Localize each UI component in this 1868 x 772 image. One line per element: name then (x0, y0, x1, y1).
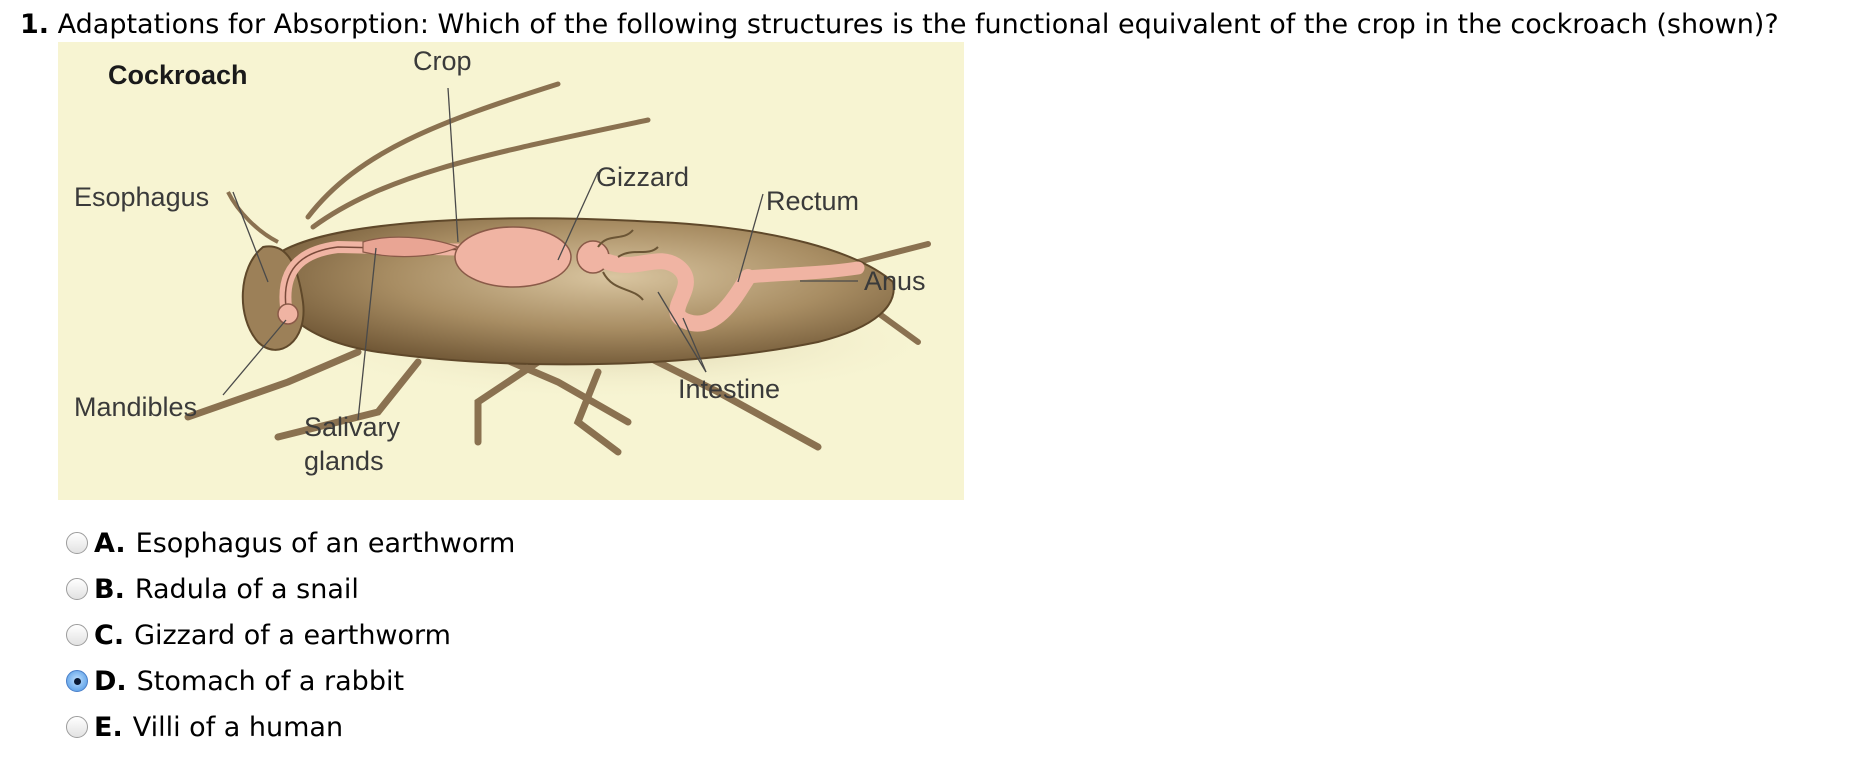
choice-letter: D. (94, 665, 127, 697)
choice-e[interactable]: E. Villi of a human (66, 704, 515, 750)
leg-front-left (184, 348, 362, 421)
crop-organ (454, 226, 572, 288)
salivary-gland-organ (362, 236, 460, 258)
radio-button-b[interactable] (66, 578, 88, 600)
label-esophagus: Esophagus (74, 182, 210, 212)
antenna-base (226, 191, 279, 244)
choice-text: Villi of a human (132, 711, 344, 743)
malpighian-tubules (597, 229, 659, 301)
question-body: Adaptations for Absorption: Which of the… (57, 9, 1779, 40)
choice-d[interactable]: D. Stomach of a rabbit (66, 658, 515, 704)
leg-front-right (274, 358, 422, 441)
diagram-title: Cockroach (108, 60, 248, 90)
intestine-organ (600, 253, 756, 332)
radio-button-e[interactable] (66, 716, 88, 738)
choice-letter: B. (94, 573, 125, 605)
esophagus-outline (284, 246, 479, 308)
choice-a[interactable]: A. Esophagus of an earthworm (66, 520, 515, 566)
leg-hind-2 (573, 368, 622, 456)
choice-c[interactable]: C. Gizzard of a earthworm (66, 612, 515, 658)
cockroach-illustration (184, 81, 948, 456)
choice-letter: E. (94, 711, 123, 743)
radio-button-d[interactable] (66, 670, 88, 692)
leg-hind-1 (634, 348, 822, 451)
label-salivary-glands-line2: glands (304, 446, 384, 476)
radio-button-a[interactable] (66, 532, 88, 554)
choice-text: Radula of a snail (134, 573, 359, 605)
choice-text: Esophagus of an earthworm (135, 527, 516, 559)
leg-mid-2 (474, 358, 542, 446)
label-gizzard: Gizzard (596, 162, 690, 192)
choice-text: Gizzard of a earthworm (134, 619, 451, 651)
cercus-upper (855, 241, 931, 265)
question-text: 1. Adaptations for Absorption: Which of … (20, 8, 1779, 42)
leader-lines (222, 87, 858, 421)
rectum-organ (741, 261, 865, 284)
choice-letter: C. (94, 619, 125, 651)
label-rectum: Rectum (766, 186, 860, 216)
answer-choices: A. Esophagus of an earthworm B. Radula o… (66, 520, 515, 750)
radio-button-c[interactable] (66, 624, 88, 646)
label-intestine: Intestine (678, 374, 781, 404)
choice-b[interactable]: B. Radula of a snail (66, 566, 515, 612)
cockroach-diagram: Cockroach Crop Esophagus Gizzard Rectum … (58, 42, 964, 500)
label-mandibles: Mandibles (74, 392, 198, 422)
label-crop: Crop (413, 46, 472, 76)
antenna-1 (305, 81, 561, 220)
mouthparts (277, 303, 299, 325)
choice-text: Stomach of a rabbit (136, 665, 405, 697)
label-anus: Anus (864, 266, 926, 296)
cockroach-body (270, 217, 895, 366)
question-number: 1. (20, 9, 50, 40)
choice-letter: A. (94, 527, 126, 559)
label-salivary-glands-line1: Salivary (304, 412, 401, 442)
